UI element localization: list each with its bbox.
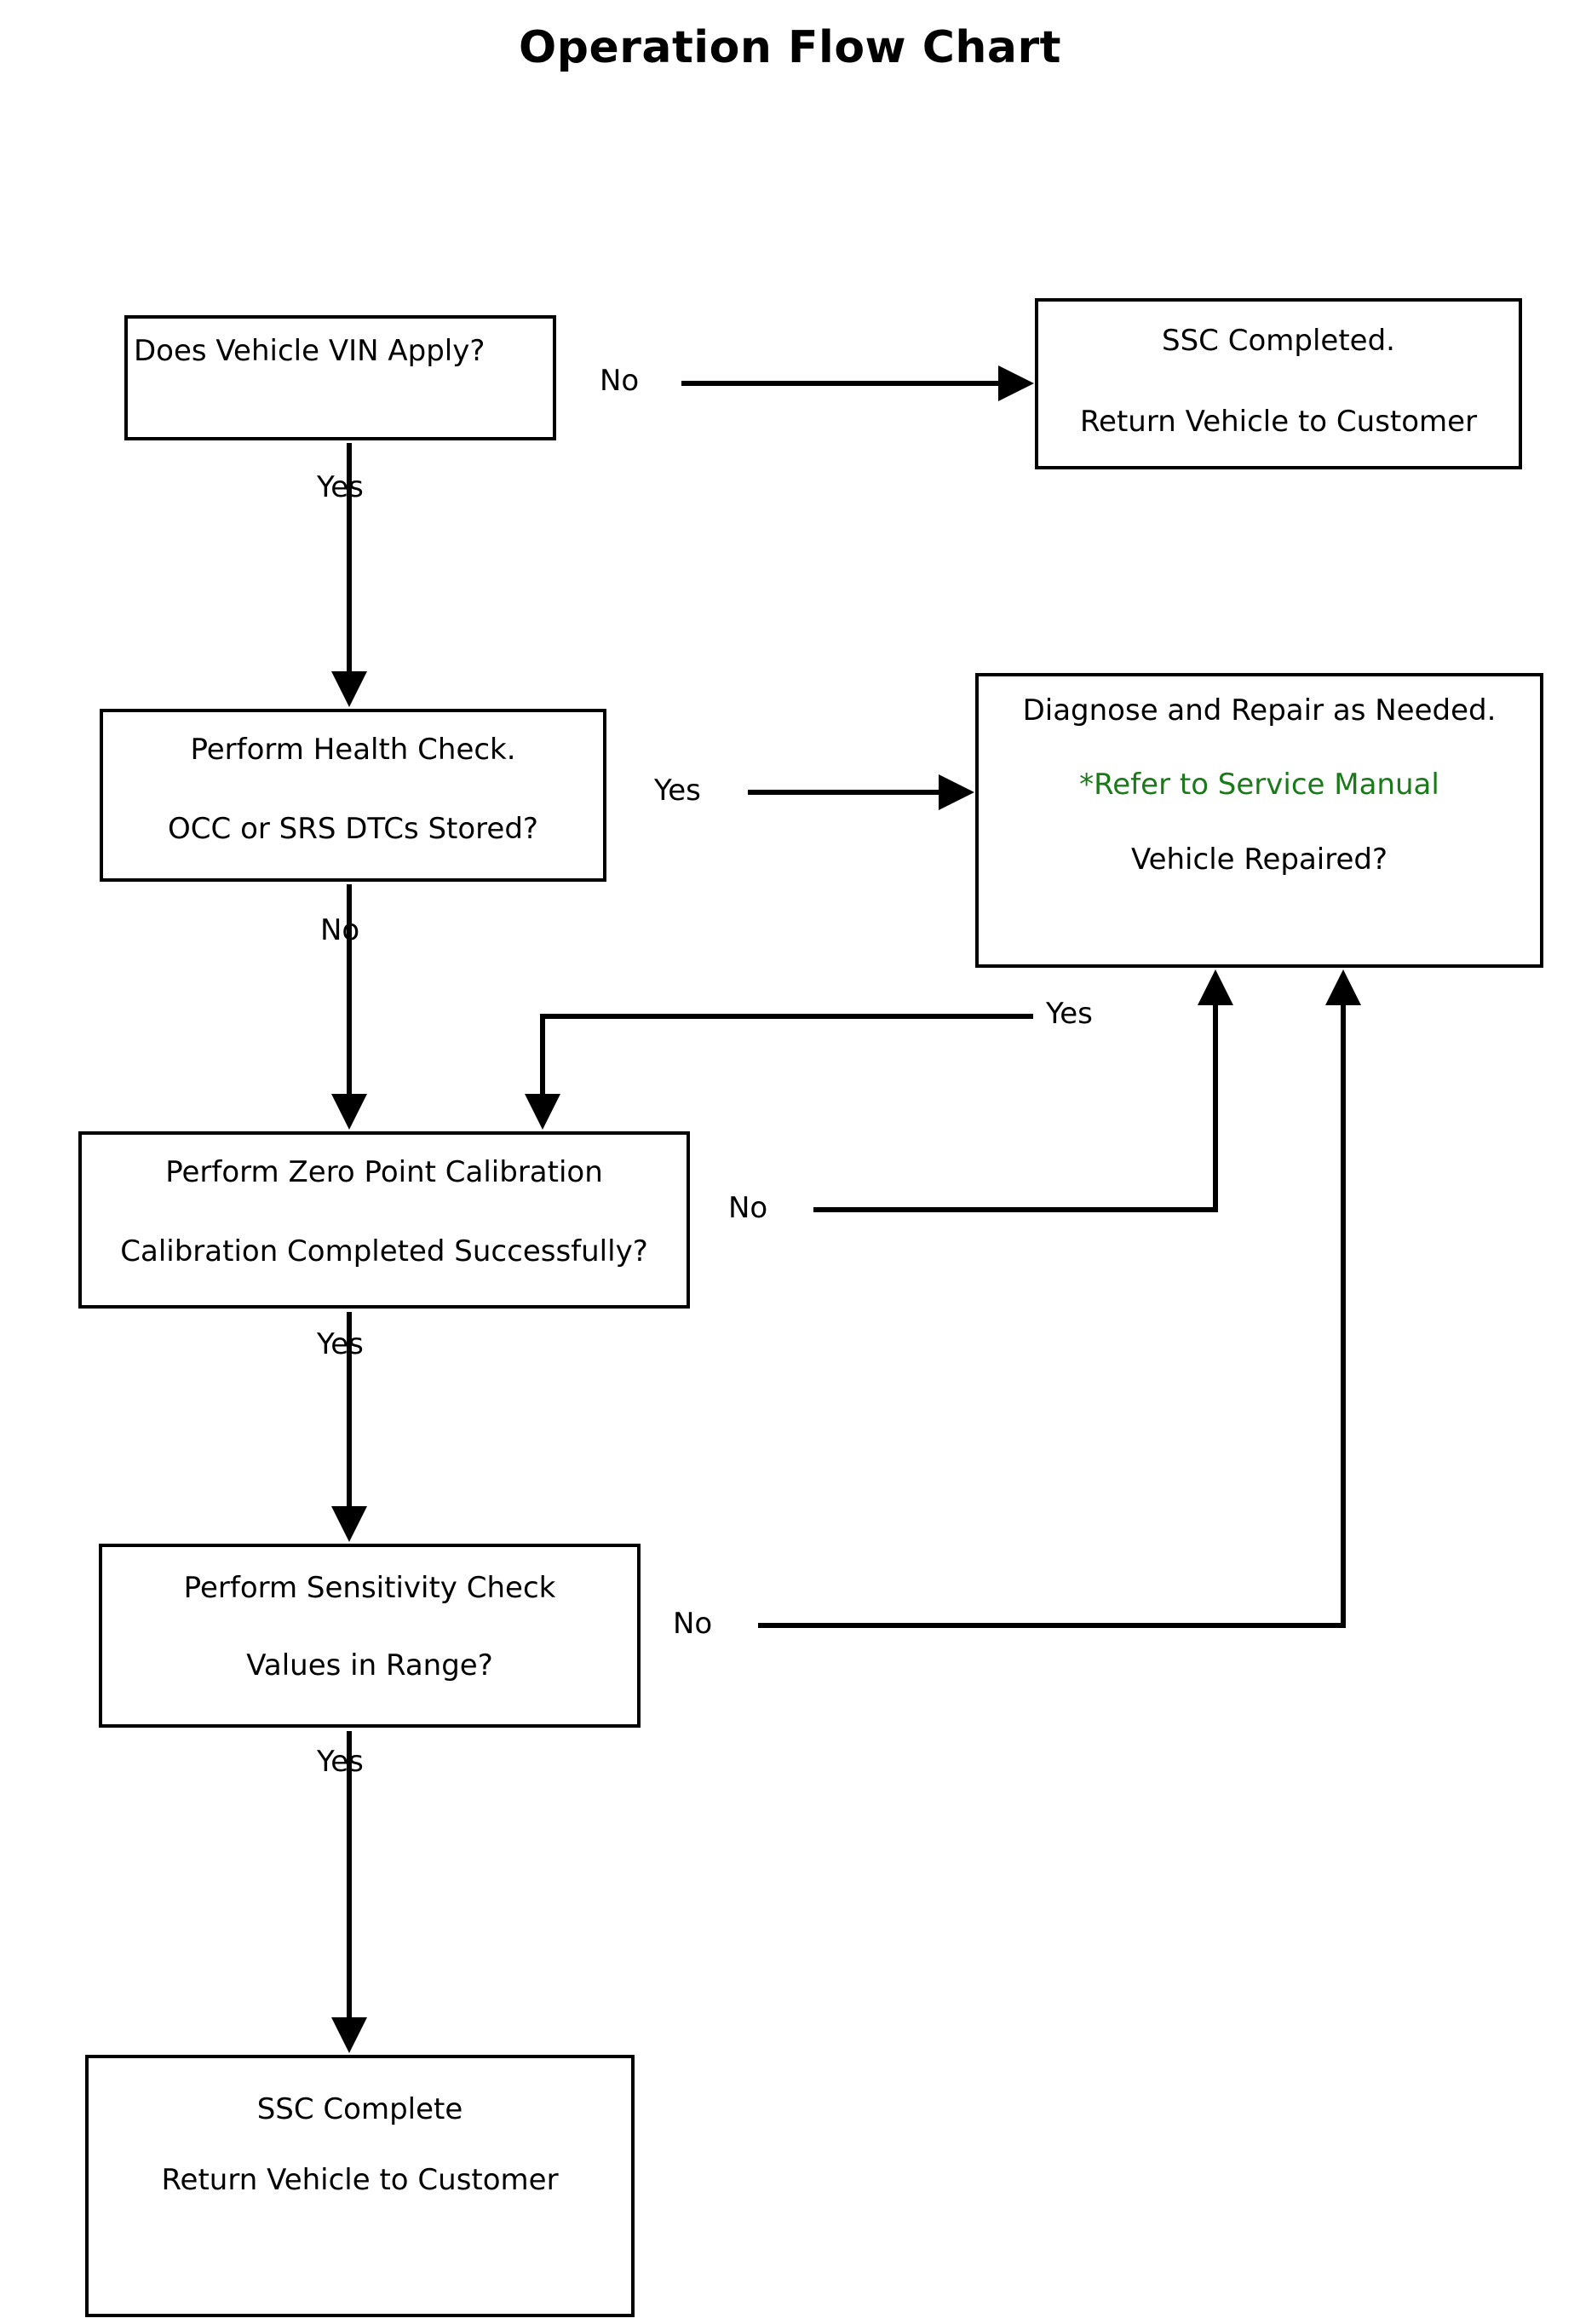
node-diagnose-line-1: Diagnose and Repair as Needed. bbox=[1022, 693, 1497, 728]
edge-label-zero-yes: Yes bbox=[317, 1327, 364, 1361]
edge-zero-no bbox=[813, 969, 1233, 1212]
edge-sens-no bbox=[758, 969, 1361, 1628]
node-health-line-2: OCC or SRS DTCs Stored? bbox=[168, 812, 538, 847]
node-diagnose-line-3: Vehicle Repaired? bbox=[1130, 842, 1388, 877]
edge-label-vin-no: No bbox=[600, 364, 640, 398]
node-ssc-completed-line-1: SSC Completed. bbox=[1162, 324, 1395, 358]
node-diagnose-and-repair[interactable]: Diagnose and Repair as Needed. *Refer to… bbox=[975, 673, 1543, 968]
node-sens-line-2: Values in Range? bbox=[246, 1648, 493, 1683]
node-diagnose-service-manual-note: *Refer to Service Manual bbox=[1079, 768, 1439, 802]
edge-label-sens-yes: Yes bbox=[317, 1745, 364, 1779]
edge-label-health-no: No bbox=[320, 913, 360, 947]
node-ssc-complete[interactable]: SSC Complete Return Vehicle to Customer bbox=[85, 2055, 635, 2317]
node-ssc-complete-line-1: SSC Complete bbox=[256, 2092, 463, 2126]
node-ssc-completed[interactable]: SSC Completed. Return Vehicle to Custome… bbox=[1035, 298, 1522, 469]
node-perform-sensitivity-check[interactable]: Perform Sensitivity Check Values in Rang… bbox=[99, 1544, 641, 1728]
node-perform-health-check[interactable]: Perform Health Check. OCC or SRS DTCs St… bbox=[100, 709, 606, 882]
node-sens-line-1: Perform Sensitivity Check bbox=[183, 1571, 556, 1605]
node-ssc-complete-line-2: Return Vehicle to Customer bbox=[161, 2163, 559, 2198]
edge-label-zero-no: No bbox=[728, 1191, 768, 1225]
page-title: Operation Flow Chart bbox=[519, 22, 1061, 73]
edge-diagnose-yes bbox=[525, 1014, 1033, 1130]
edge-label-health-yes: Yes bbox=[654, 774, 701, 808]
node-does-vehicle-vin-apply[interactable]: Does Vehicle VIN Apply? bbox=[124, 315, 556, 440]
node-ssc-completed-line-2: Return Vehicle to Customer bbox=[1079, 405, 1478, 440]
node-health-line-1: Perform Health Check. bbox=[190, 733, 516, 767]
node-vin-line-1: Does Vehicle VIN Apply? bbox=[134, 334, 485, 368]
edge-label-diagnose-yes: Yes bbox=[1046, 997, 1093, 1031]
edge-label-sens-no: No bbox=[673, 1607, 713, 1641]
node-zero-line-1: Perform Zero Point Calibration bbox=[165, 1155, 603, 1189]
edge-label-vin-yes: Yes bbox=[317, 470, 364, 504]
node-zero-line-2: Calibration Completed Successfully? bbox=[120, 1234, 648, 1269]
node-perform-zero-point-calibration[interactable]: Perform Zero Point Calibration Calibrati… bbox=[78, 1131, 690, 1309]
